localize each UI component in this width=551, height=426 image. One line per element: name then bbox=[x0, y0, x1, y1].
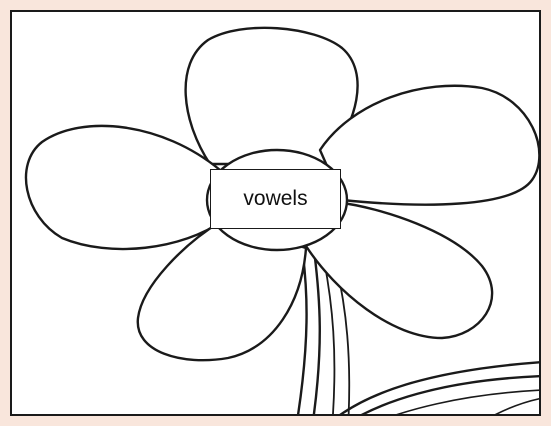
leaf bbox=[324, 362, 541, 416]
coloring-page-frame: vowels bbox=[10, 10, 541, 416]
center-label-box[interactable]: vowels bbox=[210, 169, 341, 229]
petal-left bbox=[26, 126, 224, 249]
